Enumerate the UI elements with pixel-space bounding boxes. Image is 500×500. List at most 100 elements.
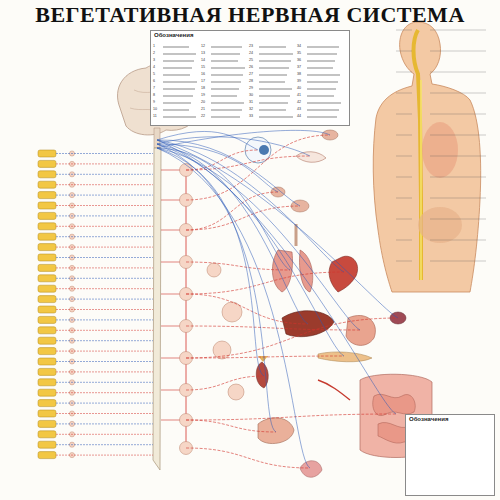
vertebra	[38, 316, 56, 323]
legend-line	[307, 67, 333, 69]
spinal-nerve	[56, 174, 153, 175]
leader-line	[430, 72, 486, 73]
parasympathetic-fiber	[157, 137, 310, 156]
callout-number: 1	[153, 44, 155, 48]
callout-number: 31	[249, 100, 253, 104]
legend-line	[211, 53, 240, 55]
vertebra	[38, 296, 56, 303]
callout-number: 13	[201, 51, 205, 55]
prevertebral-ganglion	[207, 263, 221, 277]
sympathetic-trunk	[186, 365, 187, 384]
leader-line	[396, 177, 412, 178]
legend-line	[259, 67, 289, 69]
legend-line	[259, 102, 288, 104]
spinal-nerve	[56, 403, 153, 404]
legend-line	[259, 46, 286, 48]
leader-line	[430, 177, 486, 178]
callout-number: 3	[153, 58, 155, 62]
spinal-nerve	[56, 382, 153, 383]
callout-number: 9	[153, 100, 155, 104]
sympathetic-fiber	[186, 206, 300, 230]
ramus	[161, 262, 180, 263]
leader-line	[430, 198, 486, 199]
callout-number: 27	[249, 72, 253, 76]
vertebra	[38, 264, 56, 271]
heart	[329, 256, 357, 292]
legend-line	[163, 60, 194, 62]
spinal-nerve	[56, 247, 153, 248]
leader-line	[430, 219, 486, 220]
callout-number: 19	[201, 93, 205, 97]
callout-number: 37	[297, 65, 301, 69]
sympathetic-trunk	[186, 237, 187, 256]
leader-line	[396, 240, 412, 241]
spinal-nerve	[56, 413, 153, 414]
callout-number: 33	[249, 114, 253, 118]
vertebra	[38, 400, 56, 407]
legend-line	[163, 109, 189, 111]
ramus	[161, 390, 180, 391]
sympathetic-fiber	[186, 262, 290, 270]
legend-line	[211, 74, 243, 76]
spinal-nerve	[56, 330, 153, 331]
leader-line	[430, 114, 486, 115]
spinal-nerve	[56, 195, 153, 196]
callout-number: 20	[201, 100, 205, 104]
callout-number: 10	[153, 107, 157, 111]
leader-line	[430, 51, 486, 52]
spinal-nerve	[56, 215, 153, 216]
vertebra	[38, 171, 56, 178]
sympathetic-fiber	[186, 272, 344, 294]
legend-line	[259, 109, 286, 111]
generated-art	[38, 30, 486, 468]
pancreas	[318, 352, 372, 362]
lung-outline	[422, 122, 458, 178]
leader-line	[396, 261, 412, 262]
legend-line	[163, 46, 189, 48]
spinal-nerve	[56, 299, 153, 300]
sympathetic-fiber	[186, 135, 330, 200]
callout-number: 7	[153, 86, 155, 90]
vertebra	[38, 389, 56, 396]
lung	[272, 250, 292, 292]
leader-line	[430, 240, 486, 241]
spinal-nerve	[56, 444, 153, 445]
legend-line	[211, 95, 237, 97]
spinal-nerve	[56, 371, 153, 372]
sympathetic-fiber	[186, 356, 344, 358]
vertebra	[38, 410, 56, 417]
legend-line	[307, 81, 338, 83]
trachea	[295, 224, 298, 246]
lung	[299, 250, 312, 292]
sympathetic-fiber	[186, 318, 398, 358]
legend-line	[211, 81, 241, 83]
spinal-nerve	[56, 236, 153, 237]
callout-number: 22	[201, 114, 205, 118]
sympathetic-fiber	[186, 294, 308, 324]
callout-number: 24	[249, 51, 253, 55]
callout-number: 41	[297, 93, 301, 97]
vertebra	[38, 244, 56, 251]
vertebra	[38, 348, 56, 355]
callout-number: 6	[153, 79, 155, 83]
spinal-nerve	[56, 288, 153, 289]
legend-line	[211, 46, 242, 48]
callout-number: 32	[249, 107, 253, 111]
parasympathetic-fiber	[157, 140, 300, 206]
parasympathetic-fiber	[157, 140, 396, 414]
callout-number: 5	[153, 72, 155, 76]
vertebra	[38, 368, 56, 375]
callout-number: 14	[201, 58, 205, 62]
spinal-nerve	[56, 455, 153, 456]
vertebra	[38, 285, 56, 292]
ramus	[161, 326, 180, 327]
sympathetic-trunk	[186, 301, 187, 320]
genital-organ	[300, 461, 322, 478]
parasympathetic-fiber	[157, 148, 310, 468]
leader-line	[396, 93, 412, 94]
leader-line	[396, 51, 412, 52]
callout-number: 35	[297, 51, 301, 55]
legend-line	[259, 60, 291, 62]
legend-line	[259, 95, 290, 97]
vertebra	[38, 212, 56, 219]
